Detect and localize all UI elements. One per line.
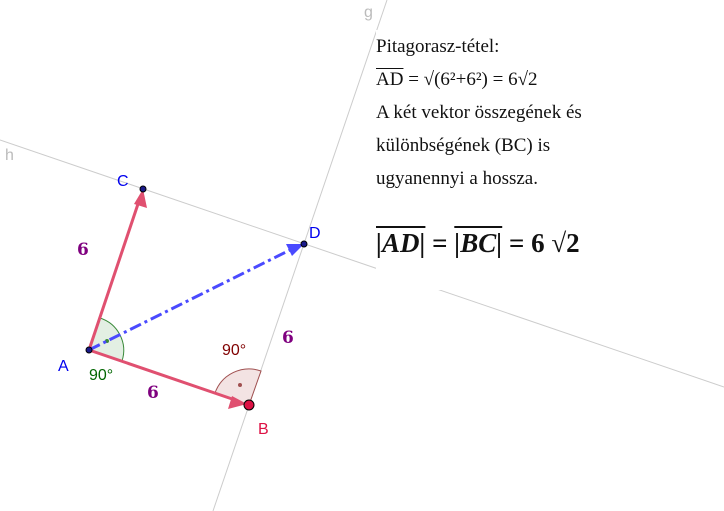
length-bd: 6 xyxy=(282,328,294,348)
length-ac: 6 xyxy=(77,240,89,260)
formula-bc: |BC| xyxy=(454,228,503,258)
label-h: h xyxy=(5,147,14,164)
label-a: A xyxy=(58,358,69,375)
line-g[interactable] xyxy=(212,0,388,511)
text-line-2: AD = √(6²+6²) = 6√2 xyxy=(376,63,676,96)
point-d[interactable] xyxy=(300,240,308,248)
label-g: g xyxy=(364,4,373,21)
vector-ad-symbol: AD xyxy=(376,69,404,90)
text-line-3: A két vektor összegének és xyxy=(376,102,582,123)
text-line-5: ugyanennyi a hossza. xyxy=(376,168,538,189)
angle-a-label: 90° xyxy=(89,367,114,384)
label-b: B xyxy=(258,421,269,438)
line-h[interactable] xyxy=(0,139,724,388)
label-c: C xyxy=(117,173,129,190)
angle-b-label: 90° xyxy=(222,342,247,359)
text-line-4: különbségének (BC) is xyxy=(376,135,551,156)
vector-ac[interactable] xyxy=(87,197,142,351)
label-d: D xyxy=(309,225,321,242)
point-c[interactable] xyxy=(139,185,147,193)
text-line-1: Pitagorasz-tétel: xyxy=(376,36,500,57)
vector-ad-arrow xyxy=(286,244,304,256)
formula-eq: = xyxy=(432,228,448,258)
vector-ad[interactable] xyxy=(88,247,293,352)
point-a[interactable] xyxy=(85,346,93,354)
equation: = √(6²+6²) = 6√2 xyxy=(403,69,538,90)
length-ab: 6 xyxy=(147,383,159,403)
pythagoras-text: Pitagorasz-tétel: AD = √(6²+6²) = 6√2 A … xyxy=(376,30,676,195)
vector-ab[interactable] xyxy=(88,348,239,403)
vector-ac-arrow xyxy=(134,189,147,208)
formula-rest: = 6 √2 xyxy=(508,228,580,258)
vector-ab-arrow xyxy=(228,396,247,409)
formula-text: |AD| = |BC| = 6 √2 xyxy=(376,228,706,290)
angle-b-dot xyxy=(238,383,242,387)
formula-ad: |AD| xyxy=(376,228,426,258)
point-b[interactable] xyxy=(243,399,255,411)
